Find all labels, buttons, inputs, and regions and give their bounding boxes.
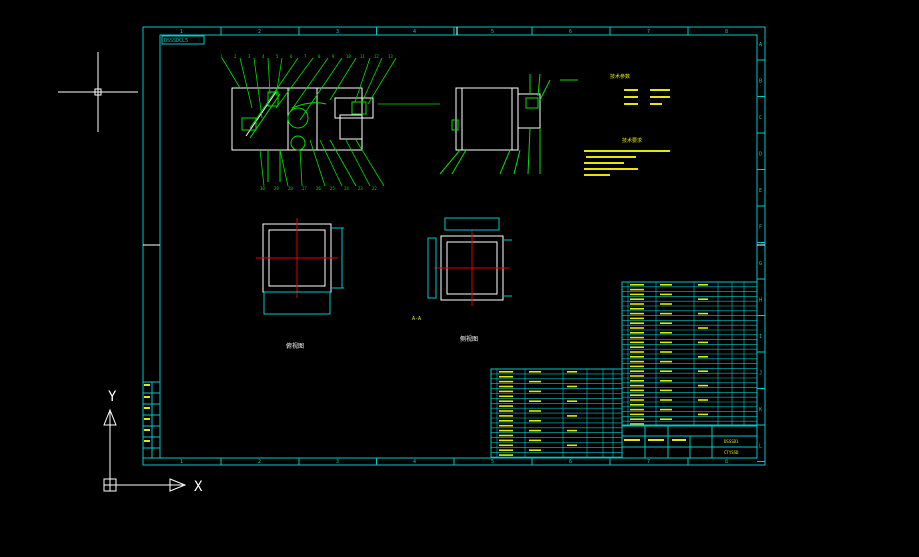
zone-column-label: 2 (258, 459, 261, 465)
callout-leaders-front (221, 57, 440, 187)
part-callout-number: 4 (262, 54, 265, 59)
section-view-flange: A-A 侧视图 (412, 217, 512, 343)
part-callout-number: 8 (318, 54, 321, 59)
zone-column-label: 6 (569, 459, 572, 465)
zone-column-label: 4 (413, 29, 416, 35)
zone-row-label: D (759, 152, 762, 158)
axis-y-label: Y (108, 389, 117, 405)
part-callout-number: 29 (274, 186, 279, 191)
zone-column-label: 4 (413, 459, 416, 465)
zone-column-label: 1 (180, 459, 183, 465)
svg-text:DSSSD1: DSSSD1 (724, 439, 739, 444)
part-callout-number: 23 (358, 186, 363, 191)
part-callout-number: 6 (290, 54, 293, 59)
front-view-assembly (231, 87, 374, 182)
zone-row-label: A (759, 42, 762, 48)
part-callout-number: 7 (304, 54, 307, 59)
zone-column-label: 8 (725, 459, 728, 465)
part-callout-number: 28 (288, 186, 293, 191)
zone-column-label: 5 (491, 29, 494, 35)
ucs-axis-icon: Y X (103, 389, 203, 495)
zone-column-label: 3 (336, 29, 339, 35)
svg-text:侧视图: 侧视图 (460, 335, 478, 343)
part-callout-number: 12 (374, 54, 379, 59)
title-block: DSSSD1 CTYSSD (621, 424, 758, 459)
zone-column-label: 8 (725, 29, 728, 35)
plan-view-flange: 俯视图 (256, 218, 344, 350)
zone-column-label: 7 (647, 29, 650, 35)
part-callout-number: 13 (388, 54, 393, 59)
part-callout-number: 24 (344, 186, 349, 191)
part-callout-number: 9 (332, 54, 335, 59)
parts-list-right (621, 281, 758, 427)
part-callout-number: 5 (276, 54, 279, 59)
zone-column-label: 2 (258, 29, 261, 35)
svg-text:技术要求: 技术要求 (622, 137, 642, 144)
part-callout-number: 27 (302, 186, 307, 191)
zone-row-label: B (759, 79, 762, 85)
revision-strip (142, 381, 161, 459)
zone-row-label: E (759, 188, 762, 194)
part-callout-number: 1 (220, 54, 223, 59)
title-tag: DSSSDCL5 (161, 35, 205, 45)
zone-row-label: H (759, 298, 762, 304)
zone-column-label: 7 (647, 459, 650, 465)
part-callout-number: 25 (330, 186, 335, 191)
zone-row-label: G (759, 261, 762, 267)
zone-column-label: 3 (336, 459, 339, 465)
part-callout-number: 26 (316, 186, 321, 191)
part-callout-number: 22 (372, 186, 377, 191)
side-view-assembly (439, 73, 578, 175)
zone-row-label: L (759, 444, 762, 450)
axis-x-label: X (194, 479, 203, 495)
svg-text:技术参数: 技术参数 (610, 73, 630, 80)
svg-text:A-A: A-A (412, 316, 421, 322)
part-callout-number: 10 (346, 54, 351, 59)
crosshair-cursor-icon (58, 52, 138, 132)
technical-notes: 技术参数 技术要求 (584, 73, 670, 176)
zone-row-label: F (759, 225, 762, 231)
part-callout-number: 3 (248, 54, 251, 59)
parts-list-middle (490, 368, 623, 458)
zone-row-label: K (759, 407, 762, 413)
svg-text:CTYSSD: CTYSSD (724, 450, 739, 455)
zone-column-label: 1 (180, 29, 183, 35)
zone-column-label: 5 (491, 459, 494, 465)
zone-column-label: 6 (569, 29, 572, 35)
zone-row-label: C (759, 115, 762, 121)
part-callout-number: 30 (260, 186, 265, 191)
part-callout-number: 2 (234, 54, 237, 59)
svg-text:DSSSDCL5: DSSSDCL5 (164, 38, 188, 44)
zone-row-label: I (759, 334, 762, 340)
zone-row-label: J (759, 371, 762, 377)
part-callout-number: 11 (360, 54, 365, 59)
svg-text:俯视图: 俯视图 (286, 342, 304, 350)
